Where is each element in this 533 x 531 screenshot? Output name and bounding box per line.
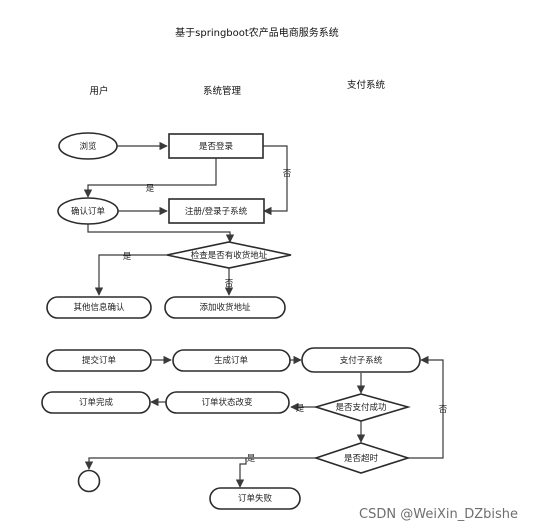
node-browse [58,132,118,160]
node-add-address [164,296,286,319]
node-register-login-label: 注册/登录子系统 [185,206,248,217]
node-submit-order [46,349,152,372]
label-yes-address: 是 [123,252,132,262]
lane-header-payment: 支付系统 [347,79,386,91]
node-order-complete [41,391,151,414]
label-no-timeout: 否 [439,405,448,415]
node-payment-subsystem [301,347,421,373]
node-check-address-label: 检查是否有收货地址 [191,250,268,261]
node-order-failed [209,487,301,510]
watermark: CSDN @WeiXin_DZbishe [359,507,518,522]
node-payment-success [313,393,411,422]
label-yes-timeout: 是 [247,454,256,464]
node-submit-order-label: 提交订单 [82,355,117,366]
label-yes-success: 是 [296,404,305,414]
edge-timeout-no [408,355,444,459]
node-order-status-change-label: 订单状态改变 [201,397,253,408]
edge-timeout-yes-to-end [84,457,316,470]
node-is-logged-in [168,133,264,159]
node-end [77,469,101,493]
node-order-status-change [165,391,290,414]
node-generate-order-label: 生成订单 [214,355,249,366]
node-is-logged-in-label: 是否登录 [199,141,234,152]
edge-confirm-to-address-check [87,224,235,243]
node-register-login [168,198,265,224]
label-no-address: 否 [225,279,234,289]
label-yes-logged-in: 是 [146,184,155,194]
node-order-complete-label: 订单完成 [79,397,114,408]
node-add-address-label: 添加收货地址 [199,302,251,313]
edge-address-yes [94,254,167,296]
lane-header-system: 系统管理 [203,85,242,97]
edge-logged-in-yes [83,158,217,198]
node-timeout [313,442,411,474]
node-confirm-order-label: 确认订单 [71,206,106,217]
node-payment-success-label: 是否支付成功 [335,402,386,413]
node-check-address [166,241,292,269]
node-other-info-confirm-label: 其他信息确认 [73,302,125,313]
node-generate-order [172,349,291,372]
edge-logged-in-no [263,145,288,216]
edge-timeout-yes-to-failed [235,458,247,488]
lane-header-user: 用户 [89,85,108,97]
node-order-failed-label: 订单失败 [238,493,273,504]
node-browse-label: 浏览 [79,141,96,152]
node-payment-subsystem-label: 支付子系统 [340,355,383,366]
label-no-logged-in: 否 [283,169,292,179]
node-confirm-order [57,197,119,225]
diagram-title: 基于springboot农产品电商服务系统 [175,26,339,39]
node-timeout-label: 是否超时 [344,453,379,464]
node-other-info-confirm [46,296,152,319]
